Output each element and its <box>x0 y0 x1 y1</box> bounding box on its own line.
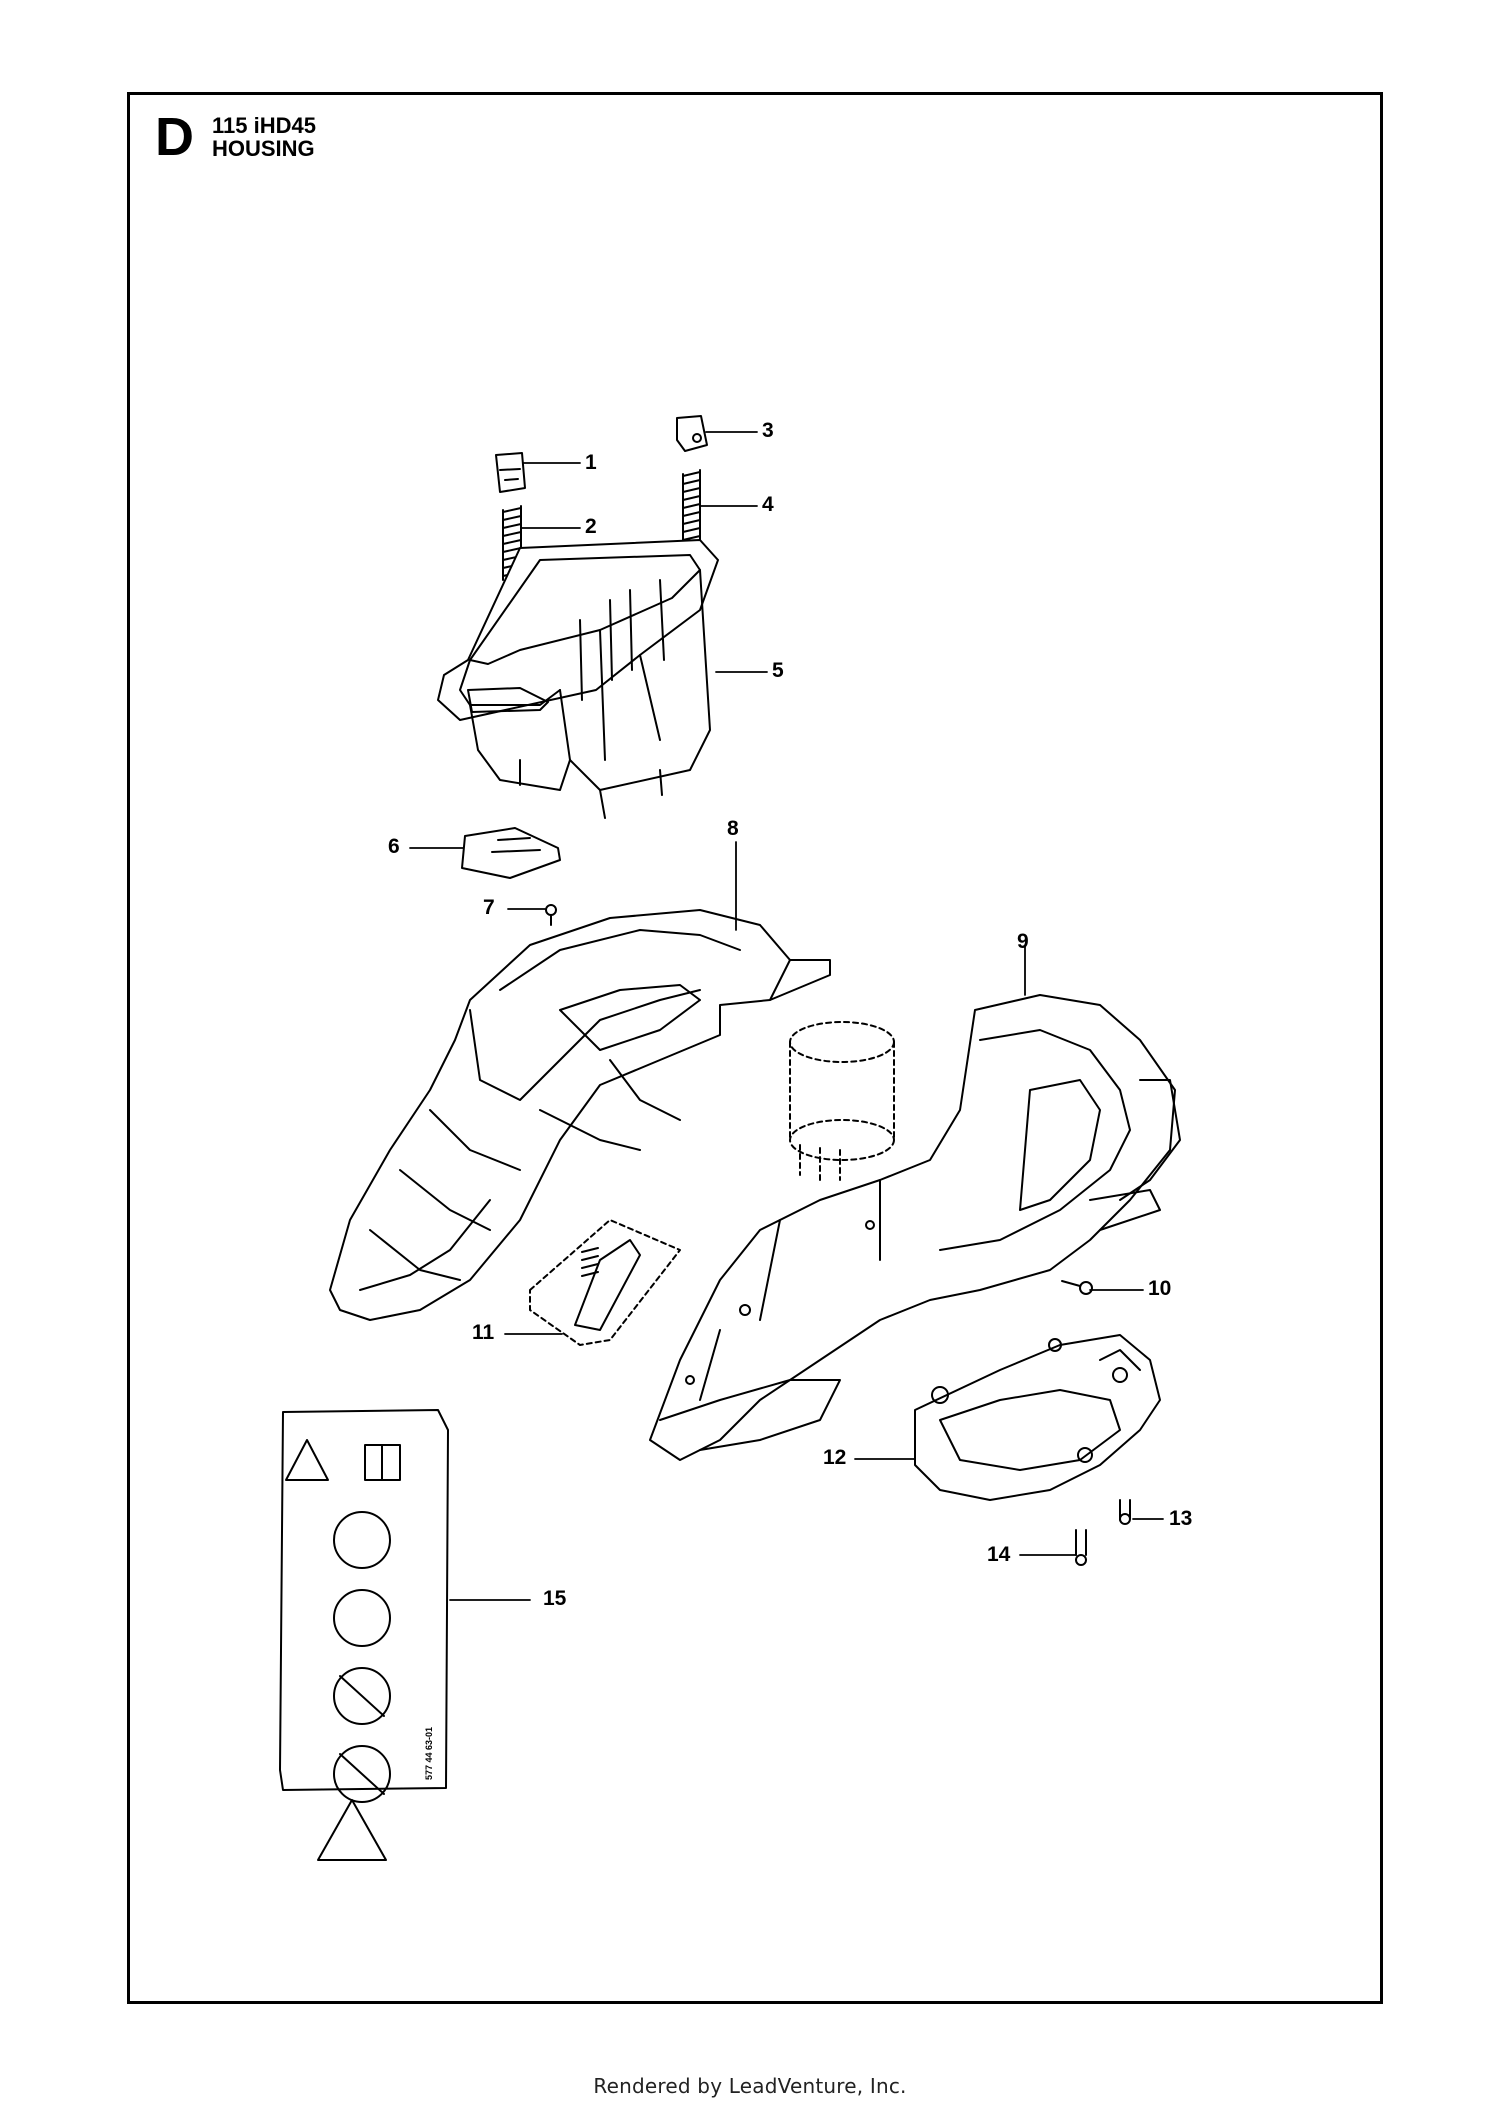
electrical-hazard-icon <box>317 1799 387 1861</box>
part-14-screw <box>1075 1529 1087 1566</box>
no-operation-icon <box>333 1667 391 1725</box>
diagram-frame <box>127 92 1383 2004</box>
callout-7: 7 <box>483 896 495 919</box>
callout-5: 5 <box>772 659 784 682</box>
callout-6: 6 <box>388 835 400 858</box>
label-code: 577 44 63-01 <box>424 1727 434 1780</box>
callout-3: 3 <box>762 419 774 442</box>
part-11-trigger <box>529 1219 681 1346</box>
part-8-housing-left <box>329 909 831 1321</box>
leader-lines <box>409 431 1164 1601</box>
callout-4: 4 <box>762 493 774 516</box>
part-5-battery-housing <box>437 539 719 819</box>
part-7-screw <box>545 904 557 926</box>
part-9-housing-right <box>649 994 1181 1461</box>
callout-14: 14 <box>987 1543 1011 1566</box>
part-3-switch-cap <box>676 415 708 452</box>
callout-11: 11 <box>472 1321 495 1344</box>
part-1-switch-cap <box>495 452 526 493</box>
callout-10: 10 <box>1148 1277 1172 1300</box>
footer-credit: Rendered by LeadVenture, Inc. <box>593 2074 907 2098</box>
callout-15: 15 <box>543 1587 567 1610</box>
part-12-bottom-cover <box>914 1334 1161 1501</box>
warning-icon <box>285 1439 329 1481</box>
motor <box>789 1021 895 1181</box>
part-10-screw <box>1061 1280 1093 1295</box>
manual-icon <box>364 1444 401 1481</box>
no-rain-icon <box>333 1745 391 1803</box>
callout-8: 8 <box>727 817 739 840</box>
assembly-title: HOUSING <box>212 136 315 161</box>
saw-hazard-icon <box>333 1589 391 1647</box>
callout-2: 2 <box>585 515 597 538</box>
section-letter: D <box>155 107 194 167</box>
part-13-screw <box>1119 1499 1131 1525</box>
callout-13: 13 <box>1169 1507 1193 1530</box>
part-15-warning-label <box>279 1409 449 1861</box>
part-4-spring <box>682 469 701 546</box>
model-title: 115 iHD45 <box>212 113 316 138</box>
callout-12: 12 <box>823 1446 847 1469</box>
callout-1: 1 <box>585 451 597 474</box>
eye-ear-protection-icon <box>333 1511 391 1569</box>
callout-9: 9 <box>1017 930 1029 953</box>
part-6-cover <box>461 827 561 879</box>
